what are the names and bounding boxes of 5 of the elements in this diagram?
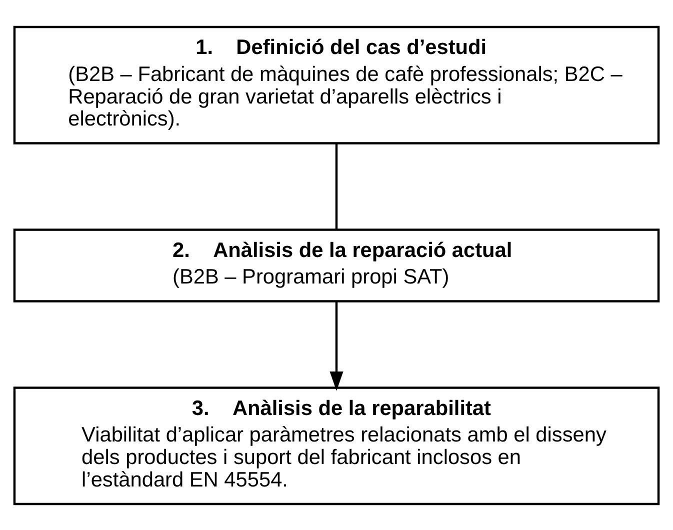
arrow (330, 301, 344, 390)
connector (335, 143, 338, 229)
node-box: 3. Anàlisis de la reparabilitat Viabilitat d’aplicar paràmetres relacionats amb el disseny dels productes i suport del fabricant inclosos en l’estàndard EN 45554. (13, 386, 660, 505)
node-box: 2. Anàlisis de la reparació actual (B2B – Programari propi SAT) (13, 228, 660, 302)
node-box: 1. Definició del cas d’estudi (B2B – Fabricant de màquines de cafè professionals; B2C – Reparació de gran varietat d’aparells elèctrics i electrònics). (13, 25, 660, 144)
